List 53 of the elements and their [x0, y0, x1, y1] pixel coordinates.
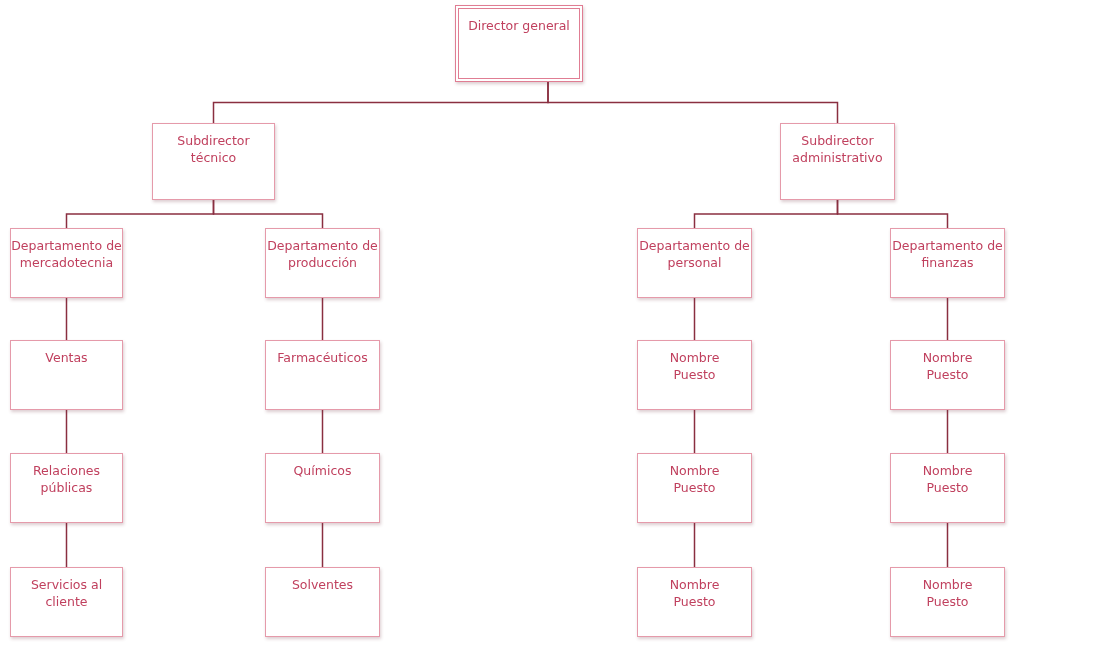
- org-box: [152, 123, 275, 200]
- position-title: Departamento de finanzas: [891, 237, 1004, 271]
- connector-line: [321, 409, 324, 454]
- connector-line: [547, 81, 839, 124]
- position-title: Farmacéuticos: [276, 349, 369, 366]
- org-box: [890, 228, 1005, 298]
- position-title: Nombre Puesto: [921, 349, 974, 383]
- position-title: Subdirector administrativo: [791, 132, 884, 166]
- org-box: [637, 228, 752, 298]
- position-title: Nombre Puesto: [921, 462, 974, 496]
- org-box: [637, 340, 752, 410]
- position-title: Solventes: [290, 576, 355, 593]
- position-title: Departamento de mercadotecnia: [11, 237, 122, 271]
- org-box: [265, 567, 380, 637]
- org-box: [265, 453, 380, 523]
- position-title: Nombre Puesto: [668, 462, 721, 496]
- position-title: Director general: [467, 17, 571, 34]
- connector-line: [321, 522, 324, 568]
- position-title: Departamento de personal: [638, 237, 751, 271]
- position-title: Relaciones públicas: [31, 462, 102, 496]
- connector-line: [946, 409, 949, 454]
- org-box: [10, 453, 123, 523]
- connector-line: [836, 199, 949, 229]
- org-box: [890, 567, 1005, 637]
- connector-line: [693, 409, 696, 454]
- position-title: Ventas: [44, 349, 89, 366]
- connector-line: [321, 297, 324, 341]
- org-box: [890, 340, 1005, 410]
- org-box: [10, 340, 123, 410]
- connector-line: [946, 297, 949, 341]
- position-title: Nombre Puesto: [668, 349, 721, 383]
- org-box: [780, 123, 895, 200]
- connector-line: [693, 297, 696, 341]
- org-box: [455, 5, 583, 82]
- position-title: Departamento de producción: [266, 237, 379, 271]
- org-box: [10, 567, 123, 637]
- position-title: Nombre Puesto: [668, 576, 721, 610]
- org-box: [10, 228, 123, 298]
- connector-line: [946, 522, 949, 568]
- org-box: [637, 567, 752, 637]
- connector-line: [65, 409, 68, 454]
- position-title: Servicios al cliente: [29, 576, 104, 610]
- org-box: [890, 453, 1005, 523]
- connector-line: [693, 522, 696, 568]
- position-title: Nombre Puesto: [921, 576, 974, 610]
- connector-line: [212, 199, 324, 229]
- org-box: [265, 228, 380, 298]
- connector-line: [65, 522, 68, 568]
- connector-line: [65, 297, 68, 341]
- position-title: Subdirector técnico: [176, 132, 251, 166]
- org-box: [637, 453, 752, 523]
- org-box: [265, 340, 380, 410]
- position-title: Químicos: [292, 462, 353, 479]
